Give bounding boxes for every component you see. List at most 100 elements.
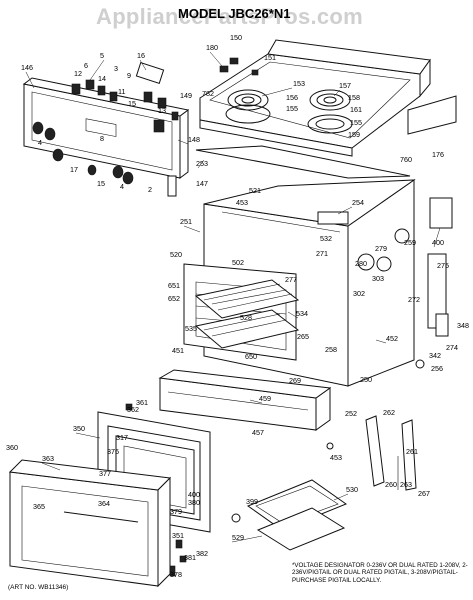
- part-label-502: 502: [232, 258, 244, 267]
- part-label-453: 453: [330, 453, 342, 462]
- part-label-350: 350: [73, 424, 85, 433]
- part-label-363: 363: [42, 454, 54, 463]
- part-label-254: 254: [352, 198, 364, 207]
- part-label-381: 381: [184, 553, 196, 562]
- part-label-263: 263: [400, 480, 412, 489]
- part-label-362: 362: [127, 405, 139, 414]
- part-label-267: 267: [418, 489, 430, 498]
- switch-parts: [71, 62, 179, 197]
- part-label-155: 155: [350, 118, 362, 127]
- part-label-365: 365: [33, 502, 45, 511]
- part-label-521: 521: [249, 186, 261, 195]
- oven-rack: [194, 279, 300, 349]
- voltage-footnote: *VOLTAGE DESIGNATOR 0-236V OR DUAL RATED…: [292, 562, 468, 584]
- side-components: [317, 197, 453, 369]
- part-label-380: 380: [188, 498, 200, 507]
- door-hinges: [231, 415, 417, 523]
- part-label-275: 275: [437, 261, 449, 270]
- part-label-147: 147: [196, 179, 208, 188]
- part-label-159: 159: [348, 130, 360, 139]
- part-label-11: 11: [118, 87, 125, 96]
- part-label-251: 251: [180, 217, 192, 226]
- part-label-256: 256: [431, 364, 443, 373]
- part-label-535: 535: [185, 324, 197, 333]
- part-label-451: 451: [172, 346, 184, 355]
- part-label-382: 382: [196, 549, 208, 558]
- burner-receptacles: [219, 57, 259, 76]
- part-label-5: 5: [100, 51, 104, 60]
- part-label-530: 530: [346, 485, 358, 494]
- part-label-379: 379: [170, 507, 182, 516]
- door-hardware: [125, 403, 187, 577]
- part-label-271: 271: [316, 249, 328, 258]
- part-label-12: 12: [74, 69, 82, 78]
- part-label-250: 250: [360, 375, 372, 384]
- part-label-532: 532: [320, 234, 332, 243]
- part-label-155: 155: [286, 104, 298, 113]
- part-label-252: 252: [345, 409, 357, 418]
- part-label-650: 650: [245, 352, 257, 361]
- part-label-280: 280: [355, 259, 367, 268]
- surface-burners: [225, 89, 353, 134]
- part-label-161: 161: [350, 105, 362, 114]
- part-label-151: 151: [264, 53, 276, 62]
- part-label-400: 400: [432, 238, 444, 247]
- part-label-760: 760: [400, 155, 412, 164]
- part-label-176: 176: [432, 150, 444, 159]
- part-label-651: 651: [168, 281, 180, 290]
- outer-door-panel: [8, 459, 172, 588]
- part-label-360: 360: [6, 443, 18, 452]
- part-label-150: 150: [230, 33, 242, 42]
- part-label-14: 14: [98, 74, 106, 83]
- part-label-377: 377: [99, 469, 111, 478]
- part-label-453: 453: [236, 198, 248, 207]
- part-label-17: 17: [70, 165, 78, 174]
- part-label-4: 4: [38, 138, 42, 147]
- part-label-261: 261: [406, 447, 418, 456]
- part-label-13: 13: [158, 106, 166, 115]
- part-label-15: 15: [97, 179, 105, 188]
- part-label-376: 376: [107, 447, 119, 456]
- control-knobs: [32, 121, 134, 185]
- part-label-378: 378: [170, 570, 182, 579]
- part-label-302: 302: [353, 289, 365, 298]
- part-label-16: 16: [137, 51, 145, 60]
- part-label-452: 452: [386, 334, 398, 343]
- part-label-146: 146: [21, 63, 33, 72]
- cooktop: [199, 39, 431, 157]
- part-label-520: 520: [170, 250, 182, 259]
- part-label-3: 3: [114, 64, 118, 73]
- part-label-399: 399: [246, 497, 258, 506]
- art-number: (ART NO. WB11346): [8, 584, 69, 591]
- part-label-269: 269: [289, 376, 301, 385]
- part-label-400: 400: [188, 490, 200, 499]
- main-top-rear-bracket: [407, 95, 457, 135]
- part-label-652: 652: [168, 294, 180, 303]
- part-label-153: 153: [293, 79, 305, 88]
- part-label-6: 6: [84, 61, 88, 70]
- part-label-258: 258: [325, 345, 337, 354]
- part-label-457: 457: [252, 428, 264, 437]
- part-label-253: 253: [196, 159, 208, 168]
- part-label-158: 158: [348, 93, 360, 102]
- part-label-260: 260: [385, 480, 397, 489]
- part-label-2: 2: [148, 185, 152, 194]
- part-label-15: 15: [128, 99, 136, 108]
- part-label-272: 272: [408, 295, 420, 304]
- part-label-342: 342: [429, 351, 441, 360]
- part-label-259: 259: [404, 238, 416, 247]
- callout-leaders: [25, 51, 441, 543]
- part-label-148: 148: [188, 135, 200, 144]
- part-label-180: 180: [206, 43, 218, 52]
- part-label-262: 262: [383, 408, 395, 417]
- part-label-8: 8: [100, 134, 104, 143]
- control-panel: [22, 77, 190, 179]
- part-label-534: 534: [296, 309, 308, 318]
- part-label-529: 529: [232, 533, 244, 542]
- part-label-279: 279: [375, 244, 387, 253]
- part-label-4: 4: [120, 182, 124, 191]
- diagram-title: MODEL JBC26*N1: [178, 6, 291, 21]
- part-label-274: 274: [446, 343, 458, 352]
